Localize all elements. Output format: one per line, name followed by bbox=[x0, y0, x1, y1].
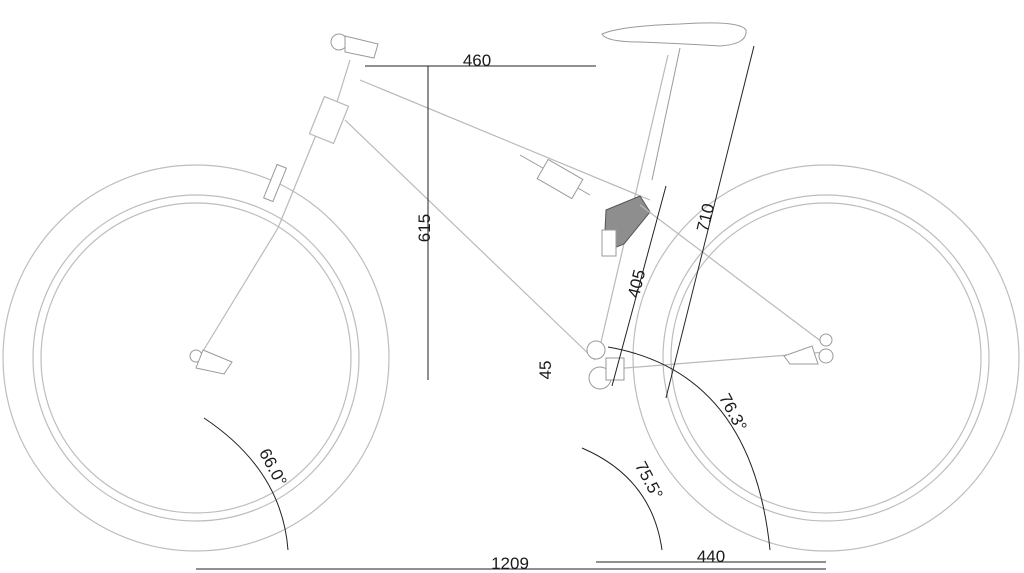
effective-seat-angle-arc bbox=[607, 346, 771, 551]
seatstay bbox=[639, 204, 827, 346]
seat-tube-angle-label: 75.5° bbox=[631, 458, 667, 502]
stack-label: 615 bbox=[415, 214, 434, 242]
front-wheel bbox=[2, 164, 390, 552]
seat-tube-length-label: 405 bbox=[624, 268, 649, 300]
effective-seat-tube-label: 710 bbox=[693, 202, 718, 234]
head-tube-angle-label: 66.0° bbox=[255, 445, 291, 489]
effective-seat-dimension-line bbox=[665, 45, 755, 399]
seatpost bbox=[651, 47, 681, 181]
rear-wheel bbox=[632, 164, 1020, 552]
bottom-bracket bbox=[586, 340, 625, 390]
fork bbox=[189, 129, 319, 375]
top-tube bbox=[359, 79, 651, 201]
down-tube bbox=[344, 119, 596, 361]
saddle bbox=[601, 22, 747, 47]
chainstay-label: 440 bbox=[697, 547, 725, 566]
bb-drop-label: 45 bbox=[536, 361, 555, 380]
effective-seat-angle-label: 76.3° bbox=[715, 390, 751, 434]
seat-tube-angle-arc bbox=[581, 447, 663, 551]
reach-label: 460 bbox=[463, 51, 491, 70]
head-tube-angle-arc bbox=[203, 417, 289, 551]
seat-tube-dimension-line bbox=[611, 185, 667, 387]
wheelbase-label: 1209 bbox=[491, 554, 529, 573]
rear-dropout bbox=[783, 333, 834, 365]
head-tube bbox=[308, 33, 379, 145]
rear-shock bbox=[519, 154, 651, 257]
